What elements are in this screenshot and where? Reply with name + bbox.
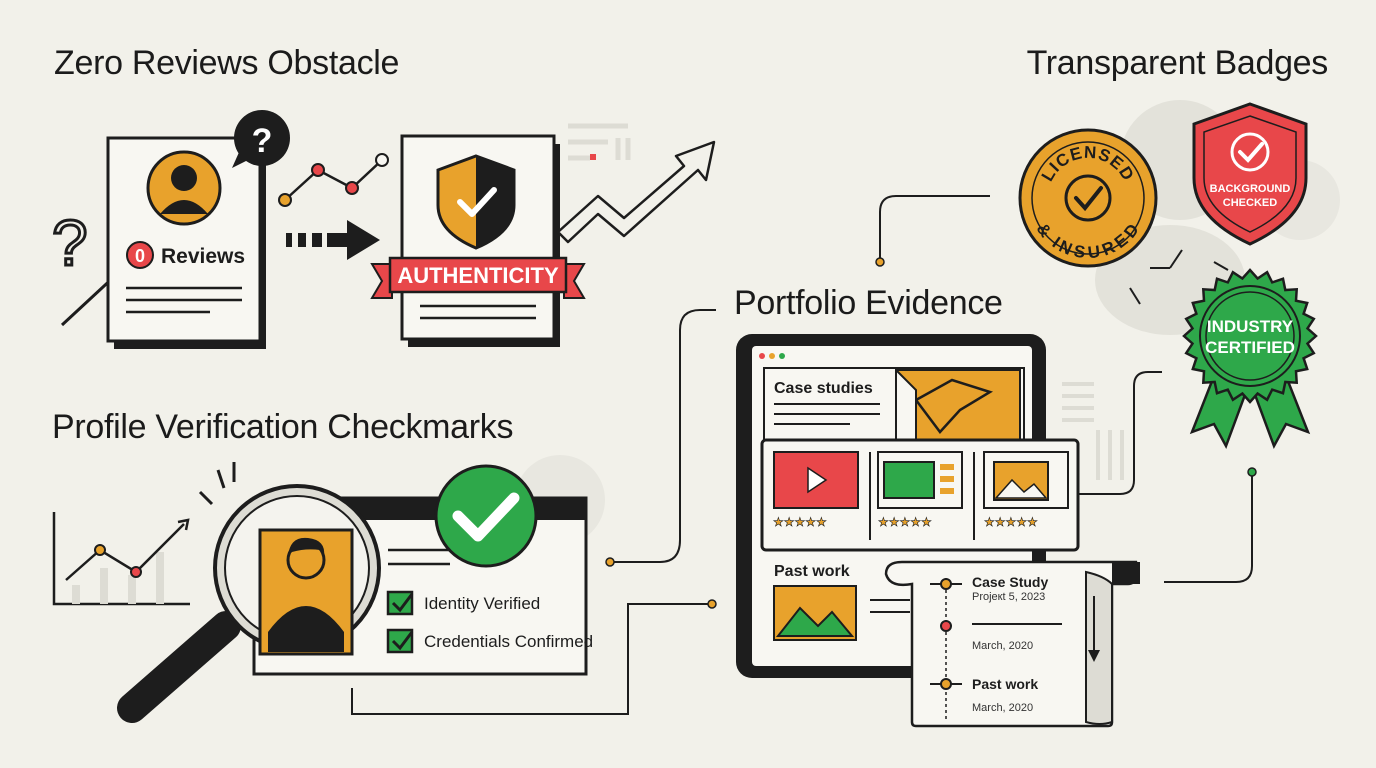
case-studies-label: Case studies [774, 380, 873, 397]
user-avatar-icon [146, 150, 222, 226]
trend-line-small [278, 153, 389, 207]
slides-icon [877, 451, 963, 509]
star-icon: ★★★★★ [984, 515, 1038, 529]
background-checked-badge [1192, 102, 1308, 246]
star-icon: ★★★★★ [773, 515, 827, 529]
checked-label: CHECKED [1223, 197, 1277, 209]
title-profile-verification: Profile Verification Checkmarks [52, 408, 514, 446]
review-count-badge [126, 241, 154, 269]
authenticity-ribbon [370, 256, 586, 299]
growth-arrow-icon [556, 140, 716, 244]
star-icon: ★★★★★ [878, 515, 932, 529]
checkbox-icon [386, 590, 414, 616]
past-work-label: Past work [774, 563, 850, 580]
timeline-scroll [884, 560, 1140, 728]
authenticity-banner: AUTHENTICITY [397, 263, 559, 288]
image-icon [773, 585, 857, 641]
clock-deco [1129, 249, 1229, 305]
check-credentials-confirmed: Credentials Confirmed [424, 632, 593, 651]
title-transparent-badges: Transparent Badges [1026, 44, 1329, 82]
title-portfolio-evidence: Portfolio Evidence [734, 284, 1003, 322]
question-mark-icon: ? [51, 206, 90, 281]
arrow-right-icon [286, 220, 380, 260]
star-rating-row: ★★★★★ ★★★★★ ★★★★★ [773, 515, 1038, 530]
play-icon [773, 451, 859, 509]
review-count: 0 [135, 246, 145, 266]
checkbox-icon [386, 628, 414, 654]
mini-chart-deco [52, 512, 190, 606]
shield-check-icon [436, 154, 516, 250]
timeline-item-1-title: Case Study [972, 574, 1049, 590]
timeline-item-1-sub: Projeкt 5, 2023 [972, 591, 1046, 603]
timeline-item-3-title: Past work [972, 676, 1039, 692]
authenticity-card [400, 134, 560, 347]
zero-review-card [106, 136, 266, 349]
side-bars-deco [1062, 382, 1124, 480]
background-label: BACKGROUND [1210, 183, 1291, 195]
svg-text:?: ? [252, 122, 273, 160]
title-zero-reviews: Zero Reviews Obstacle [54, 44, 400, 82]
check-identity-verified: Identity Verified [424, 594, 540, 613]
connector-lines [351, 195, 1253, 715]
mini-bars-deco [568, 123, 631, 161]
timeline-item-3-sub: March, 2020 [972, 702, 1034, 714]
industry-label: INDUSTRY [1207, 317, 1294, 336]
ribbon-icon [1182, 268, 1318, 450]
review-label: Reviews [161, 245, 245, 268]
checkmark-icon [434, 464, 538, 568]
media-gallery-card: ★★★★★ ★★★★★ ★★★★★ [760, 438, 1080, 552]
certified-label: CERTIFIED [1205, 338, 1295, 357]
svg-text:?: ? [52, 207, 88, 279]
image-icon [983, 451, 1069, 509]
timeline-item-2-sub: March, 2020 [972, 640, 1034, 652]
question-bubble-icon: ? [232, 110, 290, 168]
magnifying-glass-icon [117, 462, 381, 723]
licensed-insured-badge [1018, 128, 1158, 268]
